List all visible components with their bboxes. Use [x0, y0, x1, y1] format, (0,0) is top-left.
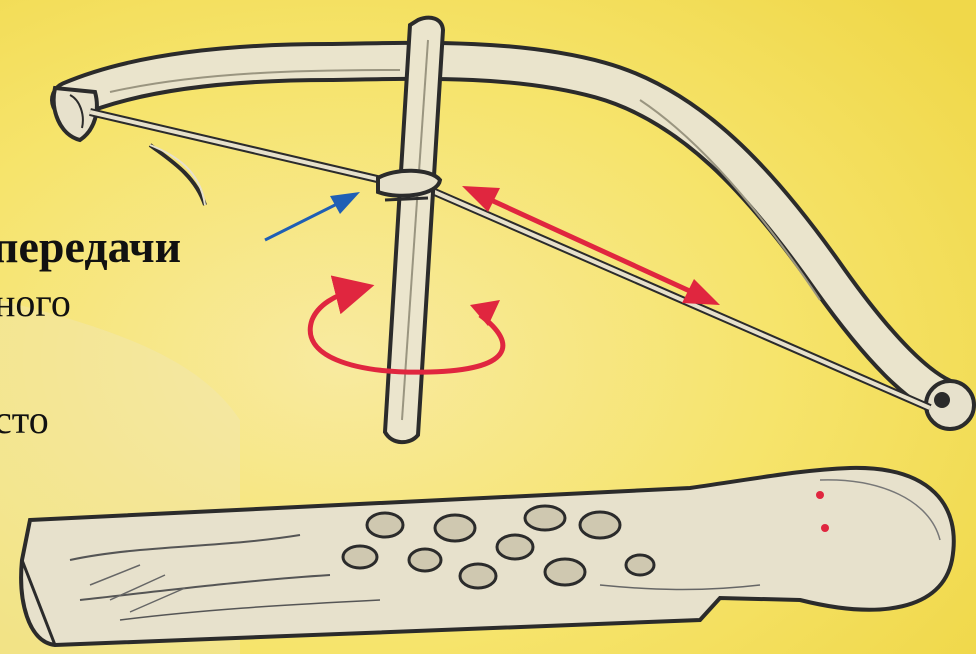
fireboard-hole — [435, 515, 475, 541]
fireboard-hole — [525, 506, 565, 530]
fireboard-hole — [580, 512, 620, 538]
transmission-label: передачи — [0, 224, 181, 270]
fireboard-hole — [497, 535, 533, 559]
fireboard-hole — [409, 549, 441, 571]
fireboard-hole — [367, 513, 403, 537]
fireboard-hole — [460, 564, 496, 588]
fireboard-hole — [545, 559, 585, 585]
fireboard-hole — [343, 546, 377, 568]
text-fragment-label: сто — [0, 400, 49, 440]
text-fragment-label: ного — [0, 283, 71, 323]
fireboard-hole — [626, 555, 654, 575]
